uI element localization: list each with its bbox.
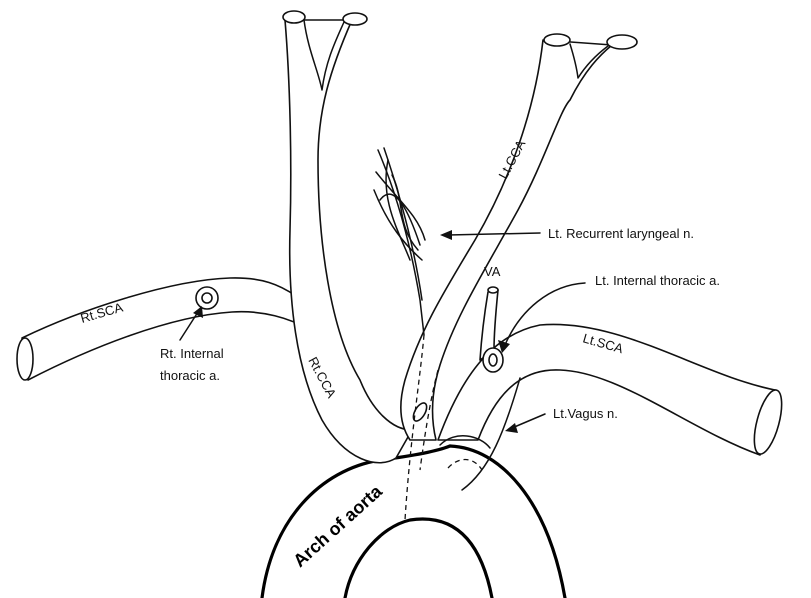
rt-internal-thoracic-ring-inner bbox=[202, 293, 212, 303]
label-va: VA bbox=[484, 264, 501, 279]
label-lt-internal-thoracic: Lt. Internal thoracic a. bbox=[595, 273, 720, 288]
lt-internal-thoracic-ring-inner bbox=[489, 354, 497, 366]
rt-subclavian-end bbox=[17, 338, 33, 380]
vertebral-artery-end bbox=[488, 287, 498, 293]
label-rt-internal-thoracic-2: thoracic a. bbox=[160, 368, 220, 383]
label-arch-of-aorta: Arch of aorta bbox=[289, 480, 386, 570]
label-lt-recurrent-laryngeal: Lt. Recurrent laryngeal n. bbox=[548, 226, 694, 241]
aortic-arch-inner bbox=[345, 519, 492, 598]
label-rt-internal-thoracic-1: Rt. Internal bbox=[160, 346, 224, 361]
lt-cca-end-right bbox=[607, 35, 637, 49]
rt-cca-end-right bbox=[343, 13, 367, 25]
rt-cca-end-left bbox=[283, 11, 305, 23]
lt-vagus-loop-hidden bbox=[448, 460, 482, 470]
arrow-lt-vagus bbox=[505, 414, 545, 433]
rt-common-carotid-artery bbox=[285, 20, 412, 463]
rt-subclavian-artery bbox=[22, 278, 310, 380]
recurrent-laryngeal-nerve bbox=[374, 148, 425, 335]
aortic-arch-outer-right bbox=[450, 446, 565, 598]
lt-cca-end-left bbox=[544, 34, 570, 46]
label-lt-vagus: Lt.Vagus n. bbox=[553, 406, 618, 421]
